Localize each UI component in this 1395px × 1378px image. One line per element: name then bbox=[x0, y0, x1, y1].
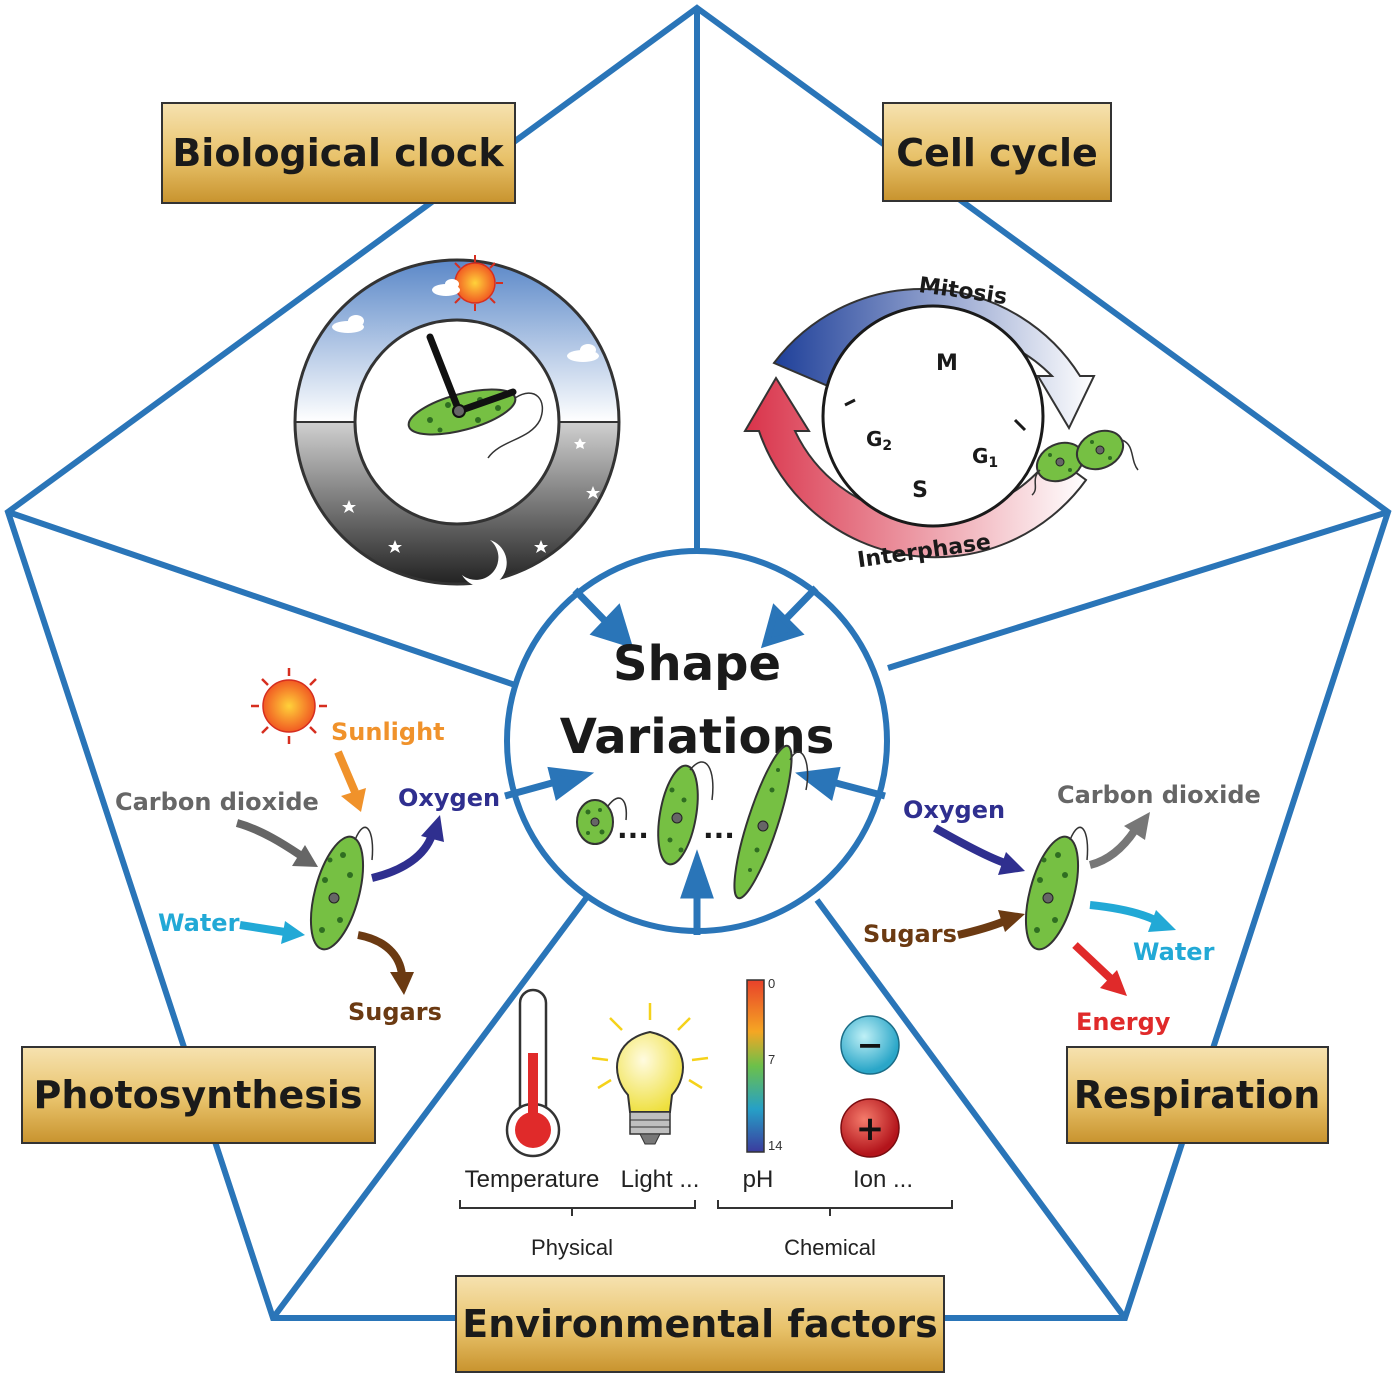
sugars-label-photo: Sugars bbox=[348, 998, 442, 1026]
phase-s-label: S bbox=[912, 478, 928, 503]
phase-g2-letter: G bbox=[866, 427, 882, 451]
cloud-icon bbox=[332, 279, 599, 362]
oxygen-arrow-resp bbox=[933, 824, 1007, 867]
sugars-label-resp: Sugars bbox=[863, 920, 957, 948]
water-arrow-photo bbox=[239, 921, 286, 936]
center-ellipsis-1: ... bbox=[617, 812, 649, 845]
water-arrowhead-photo bbox=[281, 921, 305, 944]
oxygen-label-resp: Oxygen bbox=[903, 796, 1005, 824]
chemical-label: Chemical bbox=[784, 1235, 876, 1260]
phase-g1-label: G1 bbox=[972, 444, 998, 471]
phase-g1-subscript: 1 bbox=[988, 455, 998, 471]
photosynthesis-cell-icon bbox=[309, 826, 374, 951]
sugars-arrowhead-resp bbox=[998, 910, 1025, 932]
physical-label: Physical bbox=[531, 1235, 613, 1260]
environmental-factors-diagram: 0 7 14 − + Temperature Light ... pH Ion … bbox=[459, 976, 953, 1260]
clock-hands-icon bbox=[426, 333, 517, 418]
ph-scale-icon: 0 7 14 bbox=[746, 976, 782, 1153]
stars-icon bbox=[342, 438, 600, 553]
ph-scale-top: 0 bbox=[768, 976, 775, 991]
light-label: Light ... bbox=[621, 1166, 700, 1193]
ph-label: pH bbox=[743, 1166, 774, 1193]
section-title-respiration: Respiration bbox=[1074, 1073, 1321, 1117]
label-box-respiration: Respiration bbox=[1066, 1046, 1329, 1144]
sugars-arrowhead-photo bbox=[390, 972, 414, 995]
physical-bracket bbox=[459, 1200, 696, 1216]
water-label-resp: Water bbox=[1133, 938, 1215, 966]
carbon-dioxide-arrow-resp bbox=[1088, 827, 1139, 869]
center-cell-elongated-icon bbox=[733, 744, 809, 900]
photosynthesis-diagram: Sunlight Carbon dioxide Oxygen Water Sug… bbox=[115, 668, 500, 1026]
oxygen-arrowhead-resp bbox=[998, 852, 1025, 875]
energy-arrowhead-resp bbox=[1100, 970, 1127, 996]
oxygen-arrow-photo bbox=[371, 833, 436, 882]
ion-label: Ion ... bbox=[853, 1166, 913, 1193]
center-title-line2: Variations bbox=[560, 709, 835, 765]
positive-ion-sign: + bbox=[856, 1109, 885, 1149]
respiration-cell-icon bbox=[1024, 826, 1089, 951]
ph-scale-bottom: 14 bbox=[768, 1138, 782, 1153]
carbon-dioxide-arrowhead-resp bbox=[1124, 812, 1150, 840]
phase-g1-letter: G bbox=[972, 444, 988, 468]
center-ellipsis-2: ... bbox=[703, 812, 735, 845]
section-title-photosynthesis: Photosynthesis bbox=[34, 1073, 363, 1117]
section-title-environmental-factors: Environmental factors bbox=[462, 1302, 938, 1346]
day-night-clock-icon bbox=[293, 255, 621, 587]
carbon-dioxide-label: Carbon dioxide bbox=[115, 788, 319, 816]
oxygen-label-photo: Oxygen bbox=[398, 784, 500, 812]
ph-scale-mid: 7 bbox=[768, 1052, 775, 1067]
negative-ion-sign: − bbox=[857, 1026, 884, 1064]
phase-m-label: M bbox=[936, 351, 958, 376]
label-box-photosynthesis: Photosynthesis bbox=[21, 1046, 376, 1144]
section-title-biological-clock: Biological clock bbox=[172, 131, 504, 175]
respiration-diagram: Oxygen Carbon dioxide Sugars Water Energ… bbox=[863, 781, 1261, 1036]
chemical-bracket bbox=[717, 1200, 953, 1216]
label-box-environmental-factors: Environmental factors bbox=[455, 1275, 945, 1373]
sunlight-arrowhead bbox=[341, 788, 366, 812]
sunlight-sun-icon bbox=[251, 668, 327, 744]
carbon-dioxide-arrowhead bbox=[292, 845, 318, 867]
positive-ion-icon: + bbox=[840, 1098, 900, 1158]
sugars-arrow-photo bbox=[357, 931, 406, 976]
oxygen-arrowhead-photo bbox=[421, 815, 444, 842]
sunlight-arrow bbox=[334, 750, 359, 794]
energy-label-resp: Energy bbox=[1076, 1008, 1171, 1036]
section-title-cell-cycle: Cell cycle bbox=[896, 131, 1098, 175]
water-arrowhead-resp bbox=[1148, 910, 1176, 932]
water-label-photo: Water bbox=[158, 909, 240, 937]
cell-cycle-diagram: Mitosis Interphase M G2 G1 S bbox=[743, 273, 1139, 573]
thermometer-icon bbox=[505, 988, 561, 1158]
label-box-cell-cycle: Cell cycle bbox=[882, 102, 1112, 202]
inward-arrows bbox=[504, 585, 886, 935]
center-title-line1: Shape bbox=[613, 636, 781, 692]
water-arrow-resp bbox=[1089, 901, 1157, 924]
carbon-dioxide-arrow bbox=[235, 819, 303, 859]
energy-arrow-resp bbox=[1072, 942, 1113, 981]
dividing-cells-icon bbox=[1031, 429, 1139, 496]
moon-icon bbox=[462, 540, 507, 587]
center-cell-oval-icon bbox=[657, 761, 714, 866]
sunlight-label: Sunlight bbox=[331, 718, 445, 746]
carbon-dioxide-label-resp: Carbon dioxide bbox=[1057, 781, 1261, 809]
label-box-biological-clock: Biological clock bbox=[161, 102, 516, 204]
phase-g2-subscript: 2 bbox=[882, 438, 892, 454]
light-bulb-icon bbox=[591, 1003, 709, 1145]
center-cell-round-icon bbox=[576, 797, 628, 845]
phase-g2-label: G2 bbox=[866, 427, 892, 454]
negative-ion-icon: − bbox=[840, 1015, 900, 1075]
sugars-arrow-resp bbox=[957, 917, 1007, 939]
temperature-label: Temperature bbox=[465, 1166, 600, 1193]
